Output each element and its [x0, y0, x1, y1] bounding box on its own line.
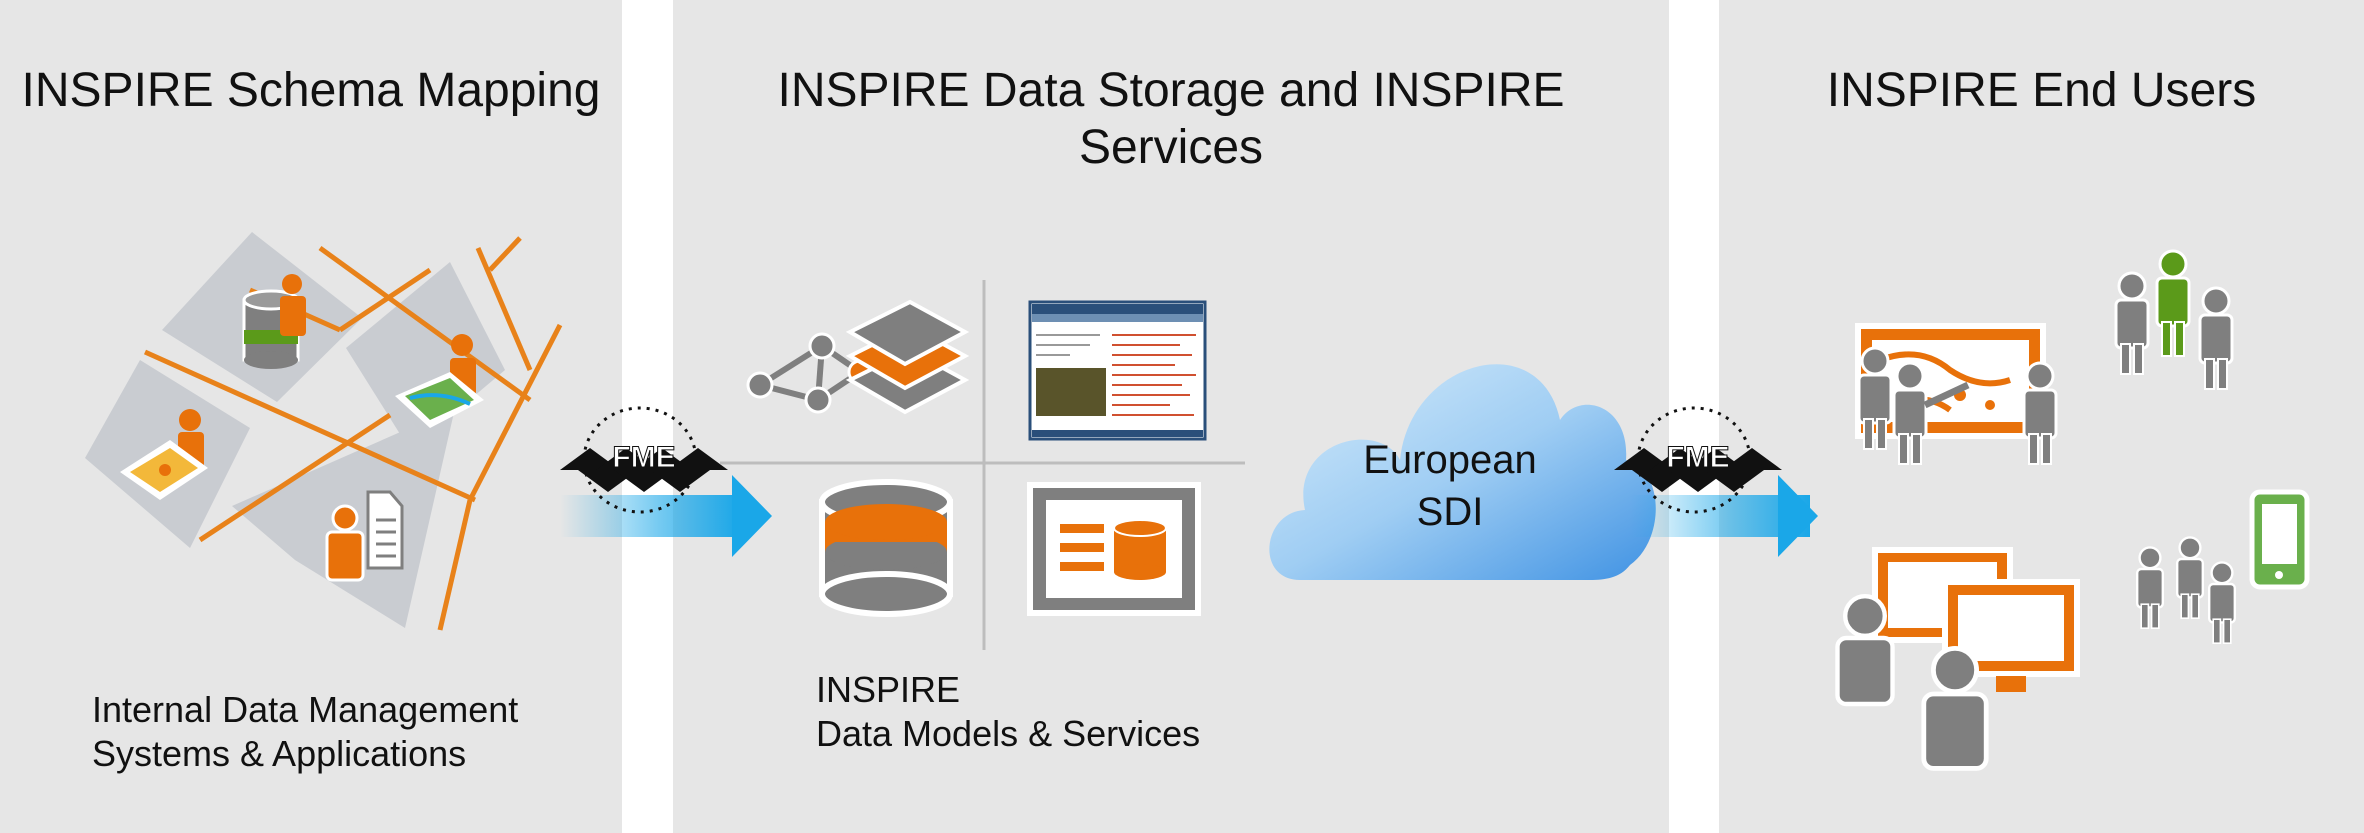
title-line: INSPIRE Data Storage and INSPIRE	[777, 64, 1565, 117]
cloud-label-line: European	[1363, 438, 1537, 482]
title-line: Services	[1078, 121, 1264, 174]
schema-mapping-illustration	[85, 232, 563, 631]
european-sdi-cloud	[1269, 364, 1656, 580]
network-layers-icon	[746, 299, 970, 415]
panel-title-data-storage: INSPIRE Data Storage and INSPIRE Service…	[673, 62, 1669, 176]
panel-schema-mapping: INSPIRE Schema Mapping Internal Data Man…	[0, 0, 622, 833]
fme-logo-text: FME	[612, 441, 675, 474]
document-person-icon	[325, 490, 404, 582]
database-icon-large	[819, 479, 953, 617]
quadrant-divider	[720, 280, 1245, 650]
caption-line: Systems & Applications	[92, 733, 467, 774]
caption-data-models: INSPIRE Data Models & Services	[816, 668, 1200, 756]
fme-transform-arrow-2: FME	[1614, 406, 1818, 557]
fme-transform-arrow-1: FME	[560, 406, 772, 557]
caption-internal-systems: Internal Data Management Systems & Appli…	[92, 688, 518, 776]
data-viewer-icon	[1027, 482, 1201, 616]
map-icon	[395, 334, 484, 428]
mobile-users-icon	[2135, 489, 2310, 645]
caption-line: Internal Data Management	[92, 689, 519, 730]
web-service-screenshot	[1028, 300, 1207, 441]
caption-line: INSPIRE	[816, 669, 961, 710]
user-group-icon	[2114, 249, 2234, 391]
process-map-icon	[120, 409, 208, 500]
panel-title-schema-mapping: INSPIRE Schema Mapping	[21, 64, 601, 117]
desktop-users-icon	[1835, 547, 2080, 771]
fme-logo-text: FME	[1666, 441, 1729, 474]
panel-title-end-users: INSPIRE End Users	[1826, 64, 2257, 117]
caption-line: Data Models & Services	[816, 713, 1201, 754]
cloud-label: European SDI	[1330, 434, 1570, 538]
cloud-label-line: SDI	[1416, 490, 1484, 534]
database-icon	[242, 274, 306, 369]
presentation-users-icon	[1855, 323, 2058, 466]
